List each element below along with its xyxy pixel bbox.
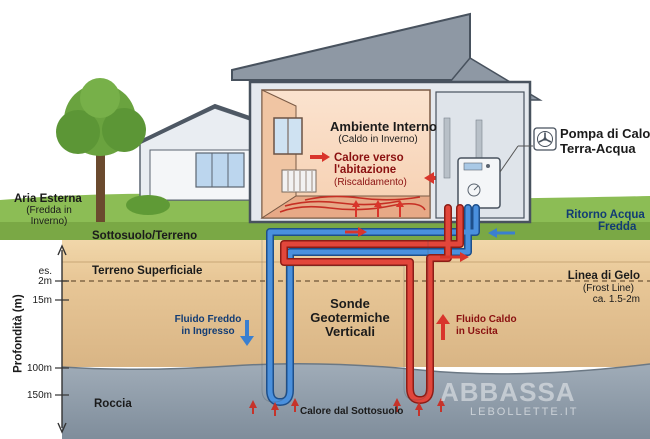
interior-title: Ambiente Interno: [330, 119, 437, 134]
probes-label-line1: Sonde: [330, 296, 370, 311]
hot-fluid-label-line1: Fluido Caldo: [456, 314, 517, 325]
heat-pump-label-line2: Terra-Acqua: [560, 141, 636, 156]
depth-tick-es: es.: [38, 266, 52, 277]
rock-layer: [62, 363, 650, 439]
outdoor-air-label: Aria Esterna: [14, 193, 82, 205]
subsoil-label: Sottosuolo/Terreno: [92, 230, 198, 242]
heat-pump-label-line1: Pompa di Calore: [560, 126, 650, 141]
frost-line-en: (Frost Line): [582, 283, 634, 294]
probes-label-line2: Geotermiche: [310, 310, 390, 325]
heat-label-sub: (Riscaldamento): [334, 177, 407, 188]
depth-axis-title: Profondità (m): [12, 294, 25, 373]
frost-line-depth: ca. 1.5-2m: [592, 294, 640, 305]
hot-fluid-pipe: [280, 204, 464, 404]
ground-heat-label: Calore dal Sottosuolo: [300, 406, 404, 417]
heat-label-line1: Calore verso: [334, 152, 404, 164]
watermark-brand: ABBASSA: [440, 377, 576, 407]
heat-label-line2: l'abitazione: [334, 164, 397, 176]
depth-tick-15m: 15m: [32, 295, 52, 306]
depth-tick-150m: 150m: [26, 390, 52, 401]
hot-up-arrow: [436, 314, 450, 324]
depth-tick-100m: 100m: [26, 363, 52, 374]
heated-floor: [260, 195, 431, 219]
topsoil-label: Terreno Superficiale: [92, 265, 203, 277]
depth-tick-2m: 2m: [38, 276, 52, 287]
return-water-label-line1: Ritorno Acqua: [566, 209, 645, 221]
outdoor-air-sub1: (Fredda in: [26, 205, 72, 216]
cold-fluid-pipe: [266, 204, 480, 406]
outdoor-air-sub2: Inverno): [30, 216, 68, 227]
cold-fluid-label-line2: in Ingresso: [181, 326, 235, 337]
cold-down-arrow: [240, 336, 254, 346]
heat-to-room-arrow: [424, 172, 434, 184]
watermark-domain: LEBOLLETTE.IT: [470, 406, 579, 418]
interior-subtitle: (Caldo in Inverno): [338, 134, 418, 145]
probes-label-line3: Verticali: [325, 324, 375, 339]
cold-return-arrow: [488, 228, 497, 238]
rock-label: Roccia: [94, 398, 132, 410]
return-water-label-line2: Fredda: [598, 221, 637, 233]
frost-line-label: Linea di Gelo: [567, 270, 640, 282]
radiator: [281, 169, 317, 193]
tree-trunk: [96, 150, 105, 222]
heat-pump-fan-icon: [533, 127, 557, 151]
cold-fluid-label-line1: Fluido Freddo: [174, 314, 242, 325]
ground-heat-arrows: [249, 398, 445, 416]
hot-fluid-label-line2: in Uscita: [456, 326, 498, 337]
